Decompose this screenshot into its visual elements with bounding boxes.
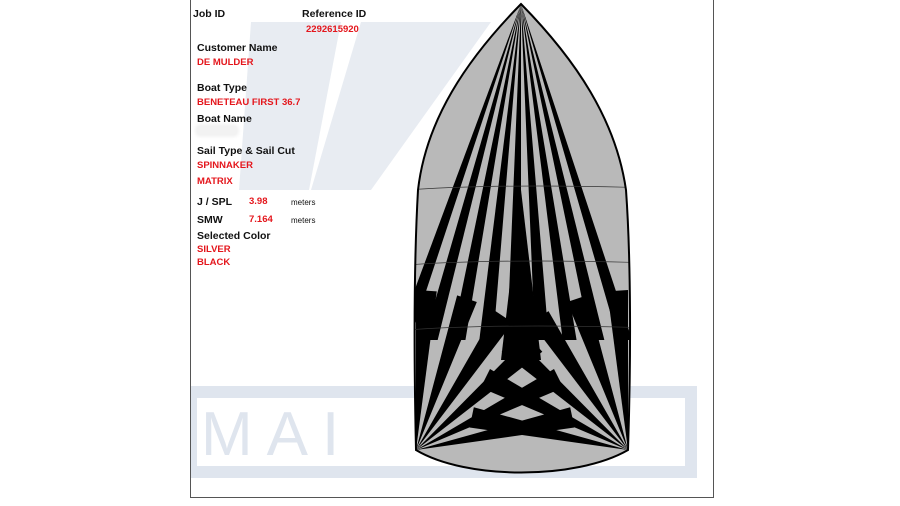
smw-label: SMW bbox=[197, 214, 223, 226]
sail-upper-stripe bbox=[414, 4, 521, 340]
reference-id-value: 2292615920 bbox=[306, 24, 359, 35]
sail-center-wedge bbox=[501, 190, 541, 360]
sail-clew-right-stripe bbox=[567, 295, 628, 450]
j-spl-label: J / SPL bbox=[197, 196, 233, 208]
boat-name-label: Boat Name bbox=[197, 113, 252, 125]
sail-clew-left-stripe bbox=[416, 311, 513, 450]
sail-type-label: Sail Type & Sail Cut bbox=[197, 145, 295, 157]
customer-name-label: Customer Name bbox=[197, 42, 278, 54]
job-id-label: Job ID bbox=[193, 8, 226, 20]
spinnaker-sail-diagram bbox=[413, 3, 632, 474]
j-spl-value: 3.98 bbox=[249, 196, 268, 207]
sail-clew-right-stripe bbox=[531, 311, 628, 450]
customer-name-value: DE MULDER bbox=[197, 57, 254, 68]
color-primary-value: SILVER bbox=[197, 244, 231, 255]
sail-clew-right-stripe bbox=[480, 369, 628, 450]
sail-clew-right-stripe bbox=[607, 290, 628, 450]
sail-seam bbox=[414, 260, 631, 266]
sail-clew-left-stripe bbox=[416, 369, 564, 450]
smw-value: 7.164 bbox=[249, 214, 273, 225]
sail-seam bbox=[414, 325, 631, 331]
sail-spec-sheet: MAI Job ID Reference ID 2292615920 Custo… bbox=[190, 0, 714, 498]
boat-name-redacted bbox=[197, 126, 237, 135]
reference-id-label: Reference ID bbox=[302, 8, 367, 20]
watermark-text: MAI bbox=[201, 400, 353, 469]
sail-clew-left-stripe bbox=[416, 295, 477, 450]
sail-clew-left-stripe bbox=[416, 290, 437, 450]
smw-unit: meters bbox=[291, 216, 316, 225]
boat-type-label: Boat Type bbox=[197, 82, 247, 94]
sail-upper-stripe bbox=[521, 4, 631, 340]
sail-seam bbox=[414, 185, 631, 191]
sail-cut-value: MATRIX bbox=[197, 176, 233, 187]
sail-clew-left-stripe bbox=[416, 336, 543, 450]
boat-type-value: BENETEAU FIRST 36.7 bbox=[197, 97, 301, 108]
sail-clew-right-stripe bbox=[469, 407, 628, 450]
sail-type-value: SPINNAKER bbox=[197, 160, 253, 171]
color-secondary-value: BLACK bbox=[197, 257, 231, 268]
brand-watermark: MAI bbox=[191, 22, 697, 478]
sail-clew-right-stripe bbox=[501, 336, 628, 450]
j-spl-unit: meters bbox=[291, 198, 316, 207]
selected-color-label: Selected Color bbox=[197, 230, 271, 242]
